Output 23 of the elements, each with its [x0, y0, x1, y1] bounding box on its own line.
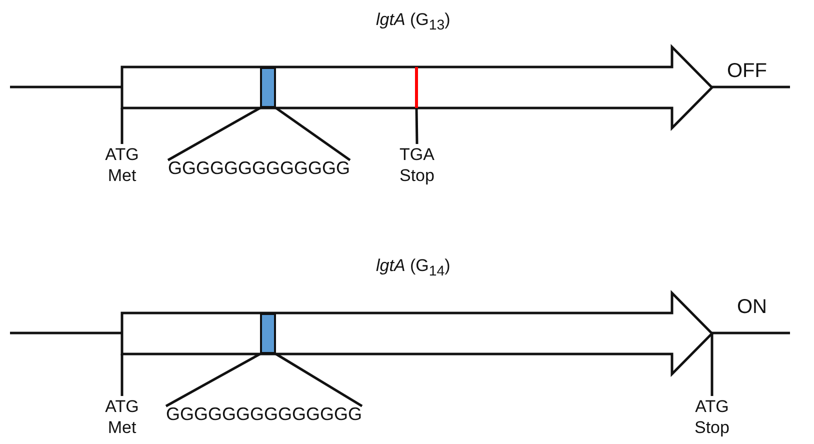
- gene-title: lgtA (G$_{14}$): [376, 256, 450, 280]
- leader-line: [120, 108, 124, 144]
- leader-line: [415, 108, 418, 144]
- leader-line: [710, 334, 714, 396]
- leader-line: [275, 352, 363, 408]
- leader-line: [165, 352, 261, 408]
- leader-line: [275, 106, 351, 162]
- gene-arrow: [122, 47, 712, 128]
- stop-codon-label: TGA Stop: [396, 144, 438, 186]
- stop-codon-mark: [415, 67, 418, 108]
- stop-codon-label: ATG Stop: [691, 396, 733, 438]
- leader-line: [167, 106, 261, 162]
- start-codon-label: ATG Met: [101, 144, 143, 186]
- repeat-region-block: [260, 67, 276, 108]
- state-label: OFF: [727, 60, 767, 83]
- state-label: ON: [737, 296, 767, 319]
- gene-arrow: [122, 293, 712, 374]
- leader-line: [120, 354, 124, 396]
- guanine-repeat-sequence: GGGGGGGGGGGGG: [168, 158, 350, 179]
- repeat-region-block: [260, 313, 276, 354]
- guanine-repeat-sequence: GGGGGGGGGGGGGG: [166, 404, 362, 425]
- start-codon-label: ATG Met: [101, 396, 143, 438]
- gene-title: lgtA (G$_{13}$): [376, 10, 450, 34]
